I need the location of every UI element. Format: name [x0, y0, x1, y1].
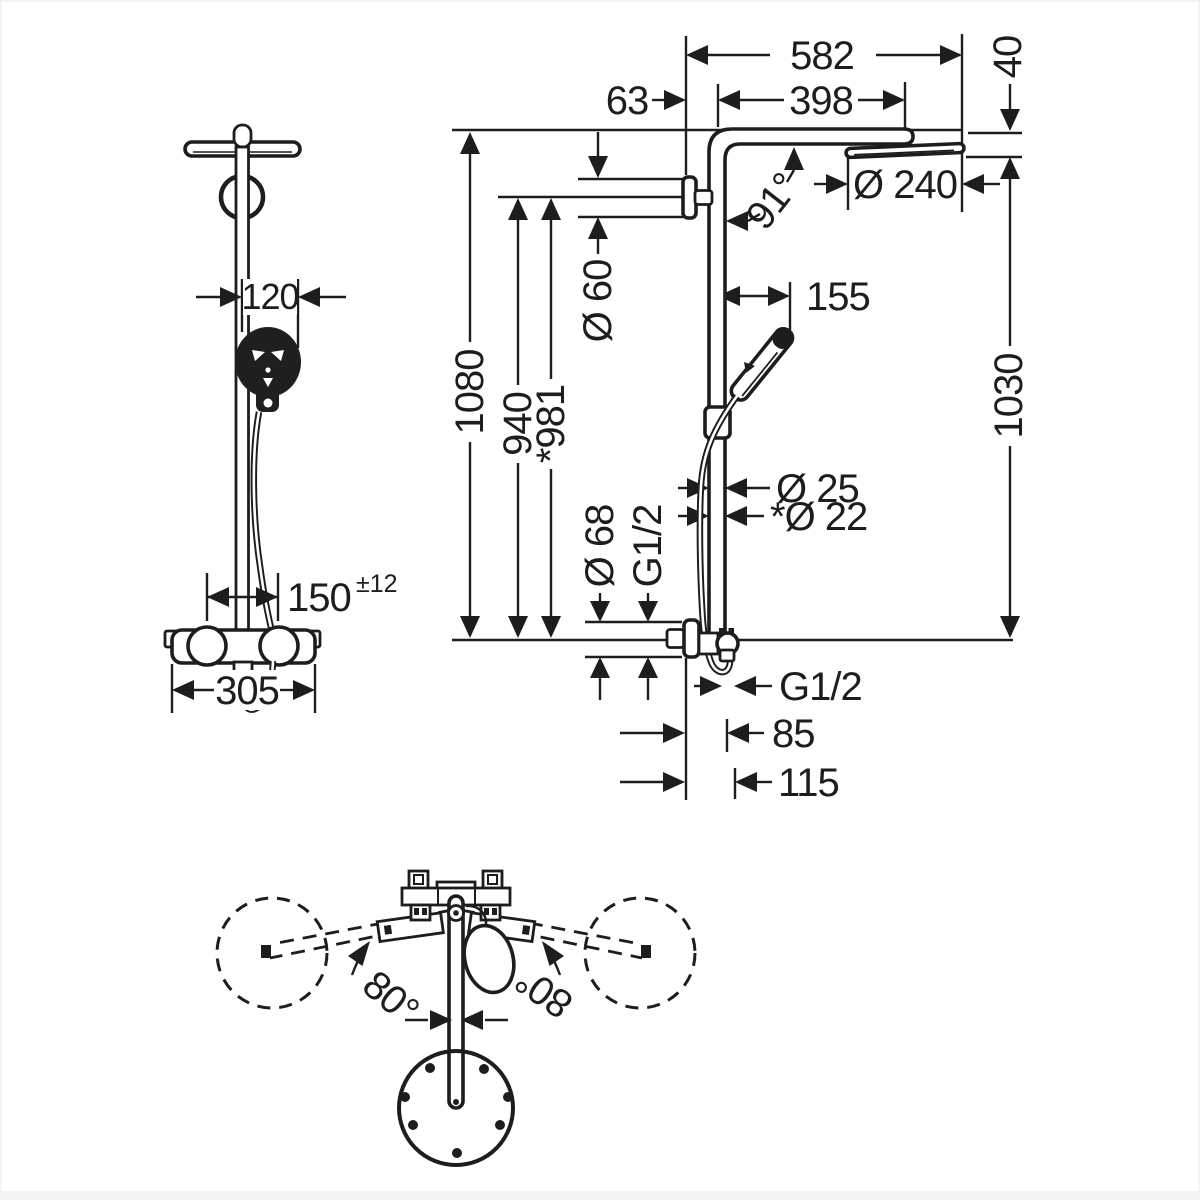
dim-hose-reach: 115 — [620, 761, 840, 805]
handshower-neck-top — [465, 904, 488, 926]
riser-pipe-front — [234, 145, 250, 637]
dim-80deg-right-label: 80° — [508, 958, 580, 1027]
dim-91deg-label: 91° — [738, 165, 808, 237]
dim-holder-height-alt: *981 — [529, 198, 573, 638]
thermostat-valve-front — [163, 625, 322, 685]
arm-knob — [232, 123, 253, 149]
dim-flange-diameter: Ø 60 — [576, 132, 620, 342]
dim-398-label: 398 — [789, 79, 853, 123]
valve-body — [697, 631, 720, 656]
dim-60-label: Ø 60 — [576, 260, 620, 343]
front-view: 120 150 ±12 — [163, 123, 398, 713]
left-column — [409, 903, 432, 922]
dim-width-total: 582 — [686, 34, 962, 78]
dim-connection-spacing: 150 ±12 — [205, 570, 398, 621]
main-side-view: 582 398 63 40 1030 — [448, 34, 1031, 805]
hose-nut — [718, 648, 736, 663]
dim-valve-width: 305 — [170, 664, 317, 713]
dim-connection-thread: G1/2 — [626, 505, 670, 700]
dim-g12-side-label: G1/2 — [626, 505, 670, 588]
dim-arm-length: 398 — [718, 79, 905, 123]
hand-shower-side — [729, 326, 795, 402]
dim-head-angle: 91° — [726, 147, 808, 238]
dim-outlet-thread: G1/2 — [694, 665, 863, 709]
center-axis-arrows — [405, 1010, 508, 1030]
left-handle — [186, 625, 228, 667]
dim-handshower-offset: 120 — [196, 276, 346, 348]
dim-g12-bottom-label: G1/2 — [779, 665, 862, 709]
supply-stub — [665, 628, 686, 649]
swivel-range-right-circle — [583, 896, 697, 1010]
dim-holder-reach: 155 — [718, 275, 871, 319]
riser-bar-top-view — [447, 894, 465, 1110]
dim-240-label: Ø 240 — [853, 163, 957, 207]
dim-981-label: *981 — [529, 385, 573, 463]
page-bottom-strip — [0, 1191, 1200, 1200]
left-screw-tab — [407, 869, 430, 891]
swivel-range-left-circle — [215, 896, 329, 1010]
dim-head-height: 1030 — [987, 179, 1031, 638]
dim-pipe-diameter: Ø 25 — [678, 467, 860, 511]
dim-1030-label: 1030 — [987, 354, 1031, 439]
hand-shower-front — [235, 327, 301, 412]
dim-escutcheon-diameter: Ø 68 — [578, 505, 622, 700]
dim-40-label: 40 — [986, 36, 1030, 79]
wall-flange-stub — [693, 189, 714, 206]
right-screw-tab — [481, 869, 504, 891]
dim-120-label: 120 — [241, 276, 298, 317]
dim-25-label: Ø 25 — [776, 467, 859, 511]
dim-63-label: 63 — [606, 79, 649, 123]
dim-582-label: 582 — [790, 34, 854, 78]
shower-hose-front — [250, 411, 277, 637]
dim-940-label: 940 — [496, 392, 540, 456]
right-handle — [258, 625, 300, 667]
overhead-shower-top-view — [397, 1049, 515, 1167]
parked-handshower-top — [462, 923, 516, 995]
dim-305-label: 305 — [215, 669, 279, 713]
valve-escutcheon — [682, 618, 701, 659]
dim-85-label: 85 — [772, 712, 815, 756]
swivel-annotation-right: 80° — [508, 941, 581, 1027]
dim-22-label: *Ø 22 — [770, 495, 867, 539]
riser-pipe-and-arm — [707, 127, 915, 636]
dim-wall-offset: 63 — [606, 79, 686, 123]
dim-155-label: 155 — [806, 275, 870, 319]
dim-holder-height: 940 — [496, 198, 540, 638]
dim-150-tolerance-label: ±12 — [356, 570, 398, 598]
dim-1080-label: 1080 — [448, 350, 492, 435]
dim-outlet-offset: 85 — [620, 712, 816, 756]
holder-wedge — [744, 362, 755, 373]
dim-total-height: 1080 — [448, 132, 492, 638]
dim-115-label: 115 — [778, 761, 839, 805]
thermostat-valve-side — [665, 618, 740, 663]
dim-head-drop: 40 — [986, 36, 1030, 179]
dim-pipe-diameter-alt: *Ø 22 — [678, 495, 868, 539]
valve-top-view — [400, 869, 512, 922]
overhead-shower-plate — [844, 141, 966, 160]
top-view: 80° 80° — [215, 869, 697, 1167]
dim-68-label: Ø 68 — [578, 505, 622, 588]
dim-head-diameter: Ø 240 — [814, 163, 1000, 207]
dim-80deg-left-label: 80° — [354, 962, 426, 1033]
dim-150-label: 150 — [287, 576, 351, 620]
